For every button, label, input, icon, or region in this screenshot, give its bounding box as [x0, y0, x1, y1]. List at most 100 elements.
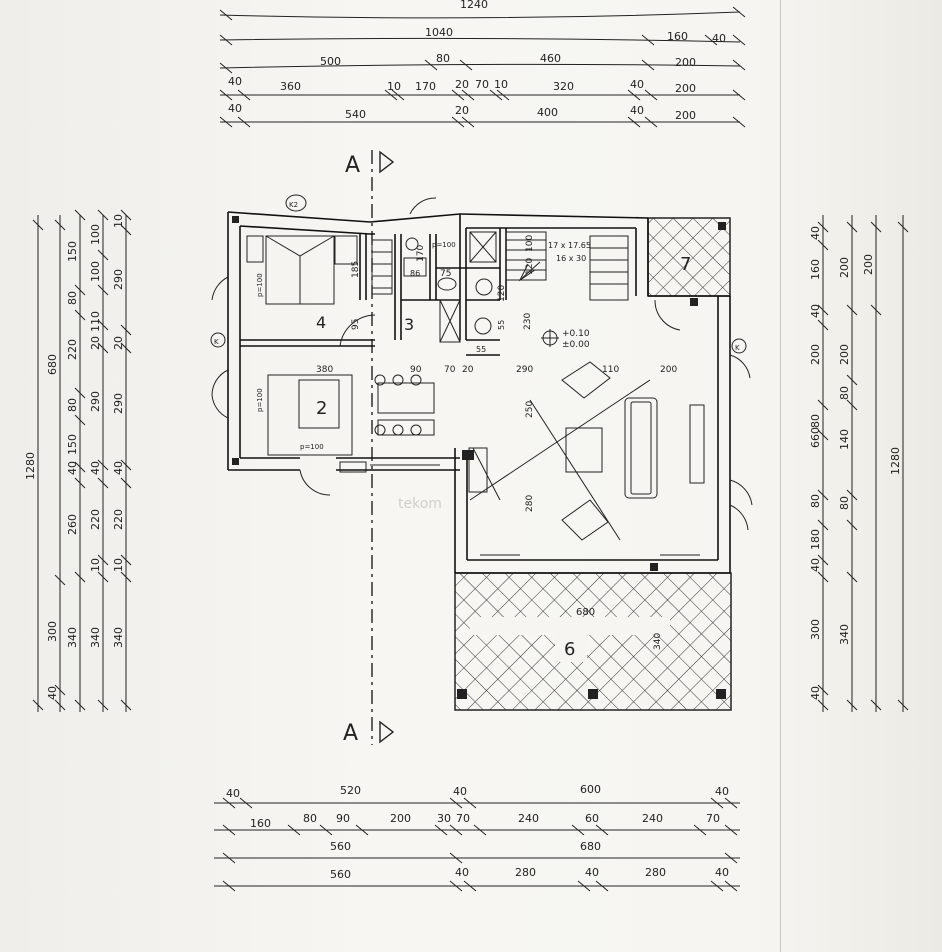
dim-label: 680: [580, 840, 601, 853]
dim-label: 20: [89, 336, 102, 350]
dim-label: 80: [66, 291, 79, 305]
staircase: [505, 231, 629, 301]
dim-label: 10: [112, 558, 125, 572]
dim-label: 170: [415, 80, 436, 93]
dim-label: 40: [453, 785, 467, 798]
terrace-label-bg: [555, 632, 587, 662]
bottom-dimension-chain: 40 520 40 600 40 160 80 90 200 30 70 240…: [214, 783, 740, 892]
column-markers: [232, 216, 726, 699]
plan-dim: 75: [440, 269, 451, 279]
top-dimension-chain: 1240 1040 160 40 500 80 460 200 40 360 1…: [219, 0, 746, 128]
dim-label: 110: [89, 311, 102, 332]
plan-dim: 70: [444, 365, 456, 375]
section-mark-top: A: [345, 153, 360, 178]
dim-label: 290: [89, 391, 102, 412]
dim-label: 1280: [889, 447, 902, 475]
dim-label: 150: [66, 434, 79, 455]
plan-dim: 250: [525, 401, 535, 418]
room-number-7: 7: [680, 254, 691, 275]
dim-label: 20: [455, 104, 469, 117]
level-plus: +0.10: [562, 329, 590, 339]
tag-left-outline: [210, 332, 226, 348]
plan-dim: 120: [525, 258, 535, 275]
dim-label: 260: [66, 514, 79, 535]
plan-dim: 380: [316, 365, 333, 375]
dim-label: 340: [66, 627, 79, 648]
dim-label: 10: [387, 80, 401, 93]
dim-label: 80: [838, 496, 851, 510]
terrace-7-hatch: [647, 217, 731, 297]
plan-dim: 86: [410, 269, 420, 278]
terrace-dim-bg: [470, 617, 670, 635]
stair-spec-2: 16 x 30: [556, 254, 586, 263]
dim-label: 220: [66, 339, 79, 360]
dim-label: 140: [838, 429, 851, 450]
dim-label: 1240: [460, 0, 488, 11]
dim-label: 200: [838, 257, 851, 278]
dim-label: 200: [675, 82, 696, 95]
plan-dim: 95: [351, 319, 361, 330]
plan-dim: 110: [602, 365, 619, 375]
plan-labels: 2 3 4 6 7 K2 K K 17 x 17.65 16 x 30 +0.1…: [214, 201, 740, 660]
plan-dim: 200: [660, 365, 677, 375]
room-number-3: 3: [404, 315, 414, 334]
tags: [210, 194, 747, 354]
dim-label: 200: [675, 56, 696, 69]
dim-label: 460: [540, 52, 561, 65]
dim-label: 1040: [425, 26, 453, 39]
section-arrow-bottom-icon: [379, 720, 395, 744]
dim-label: 240: [518, 812, 539, 825]
door-spec: p=100: [256, 273, 264, 297]
tag-right-outline: [731, 338, 747, 354]
dim-label: 200: [862, 254, 875, 275]
dim-label: 100: [89, 224, 102, 245]
plan-dim: 55: [497, 320, 506, 330]
dim-label: 80: [809, 494, 822, 508]
dim-label: 200: [838, 344, 851, 365]
dim-label: 40: [809, 558, 822, 572]
dim-label: 40: [630, 104, 644, 117]
watermark: tekom: [398, 496, 442, 512]
kitchen-furniture: [267, 374, 435, 473]
plan-dim: 170: [416, 245, 426, 262]
door-swings: [211, 197, 753, 556]
tag-k2-outline: [285, 194, 307, 212]
section-mark-bottom: A: [343, 721, 358, 746]
room-number-2: 2: [316, 398, 327, 419]
room-number-4: 4: [316, 313, 326, 332]
dim-label: 300: [809, 619, 822, 640]
dim-label: 70: [475, 78, 489, 91]
dim-label: 40: [228, 102, 242, 115]
dim-label: 280: [515, 866, 536, 879]
sheet-edge: [780, 0, 781, 952]
dim-label: 90: [336, 812, 350, 825]
dim-label: 70: [706, 812, 720, 825]
level-zero: ±0.00: [562, 340, 590, 350]
dim-label: 660: [809, 427, 822, 448]
dim-label: 160: [667, 30, 688, 43]
bedroom-furniture: [246, 235, 358, 305]
room-number-6: 6: [564, 639, 575, 660]
dim-label: 10: [494, 78, 508, 91]
dim-label: 40: [809, 686, 822, 700]
dim-label: 80: [809, 414, 822, 428]
plan-dim: 20: [462, 365, 474, 375]
dim-label: 160: [250, 817, 271, 830]
tag-k-right: K: [735, 344, 740, 352]
dim-label: 280: [645, 866, 666, 879]
living-room-furniture: [468, 361, 705, 541]
dim-label: 200: [809, 344, 822, 365]
dim-label: 10: [89, 558, 102, 572]
dim-label: 360: [280, 80, 301, 93]
dim-label: 220: [112, 509, 125, 530]
dim-label: 70: [456, 812, 470, 825]
dim-label: 560: [330, 840, 351, 853]
dim-label: 200: [390, 812, 411, 825]
plan-dim: 290: [516, 365, 533, 375]
dim-label: 340: [89, 627, 102, 648]
dim-label: 20: [455, 78, 469, 91]
section-arrow-top-icon: [379, 150, 395, 174]
door-spec: p=100: [300, 443, 324, 451]
dim-label: 600: [580, 783, 601, 796]
